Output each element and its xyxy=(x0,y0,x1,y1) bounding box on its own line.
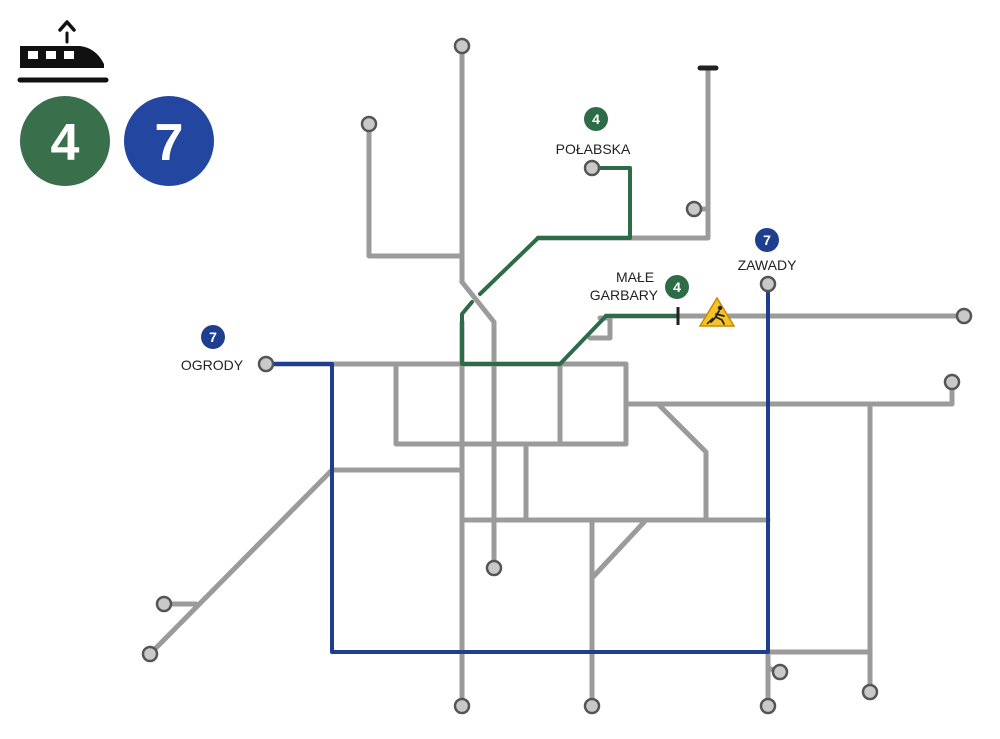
terminal-name: POŁABSKA xyxy=(556,141,631,157)
stop-marker[interactable] xyxy=(453,697,471,715)
legend-line-number: 7 xyxy=(155,114,184,172)
terminal-name: OGRODY xyxy=(181,357,244,373)
stop-marker[interactable] xyxy=(759,275,777,293)
line-7-segment xyxy=(264,282,770,654)
stop-marker[interactable] xyxy=(583,159,601,177)
line-4-segment xyxy=(478,166,632,296)
stop-marker[interactable] xyxy=(685,200,703,218)
terminal-label-polabska[interactable]: 4 POŁABSKA xyxy=(556,107,631,157)
network-segment xyxy=(147,467,335,657)
stop-marker[interactable] xyxy=(453,37,471,55)
legend-badge-circle xyxy=(124,96,214,186)
network-segment xyxy=(655,401,709,523)
terminal-label-ogrody[interactable]: 7 OGRODY xyxy=(181,325,244,373)
line-7-badge-number: 7 xyxy=(763,232,771,248)
roadworks-warning-icon[interactable] xyxy=(698,296,736,327)
stops xyxy=(141,37,973,715)
stop-marker[interactable] xyxy=(485,559,503,577)
legend-badge-circle xyxy=(20,96,110,186)
terminal-label-male-garbary[interactable]: MAŁE GARBARY 4 xyxy=(590,269,689,303)
line-4-segment xyxy=(460,300,678,366)
stop-marker[interactable] xyxy=(955,307,973,325)
network-segment xyxy=(589,517,649,581)
line-7-badge-number: 7 xyxy=(209,329,217,345)
legend-line-4-badge[interactable]: 4 xyxy=(20,96,110,186)
stop-marker[interactable] xyxy=(155,595,173,613)
terminal-name-line: GARBARY xyxy=(590,287,659,303)
line-4-badge-number: 4 xyxy=(592,111,600,127)
stop-marker[interactable] xyxy=(360,115,378,133)
tram-icon xyxy=(17,20,109,83)
terminal-name: MAŁE GARBARY xyxy=(590,269,659,303)
stop-marker[interactable] xyxy=(771,663,789,681)
network-segment xyxy=(263,361,629,447)
stop-marker[interactable] xyxy=(257,355,275,373)
stop-marker[interactable] xyxy=(861,683,879,701)
stop-marker[interactable] xyxy=(141,645,159,663)
line-7-badge xyxy=(755,228,779,252)
legend-line-7-badge[interactable]: 7 xyxy=(124,96,214,186)
line-4-badge xyxy=(665,275,689,299)
network-segment xyxy=(366,121,465,259)
line-4-badge xyxy=(584,107,608,131)
stop-marker[interactable] xyxy=(943,373,961,391)
network-segment xyxy=(623,379,955,407)
stop-marker[interactable] xyxy=(583,697,601,715)
line-4-route xyxy=(460,166,678,366)
line-7-badge xyxy=(201,325,225,349)
terminal-name: ZAWADY xyxy=(738,257,798,273)
legend-line-number: 4 xyxy=(51,114,80,172)
terminal-name-line: MAŁE xyxy=(616,269,654,285)
terminal-label-zawady[interactable]: 7 ZAWADY xyxy=(738,228,798,273)
stop-marker[interactable] xyxy=(759,697,777,715)
line-4-badge-number: 4 xyxy=(673,279,681,295)
line-7-route xyxy=(264,282,770,654)
